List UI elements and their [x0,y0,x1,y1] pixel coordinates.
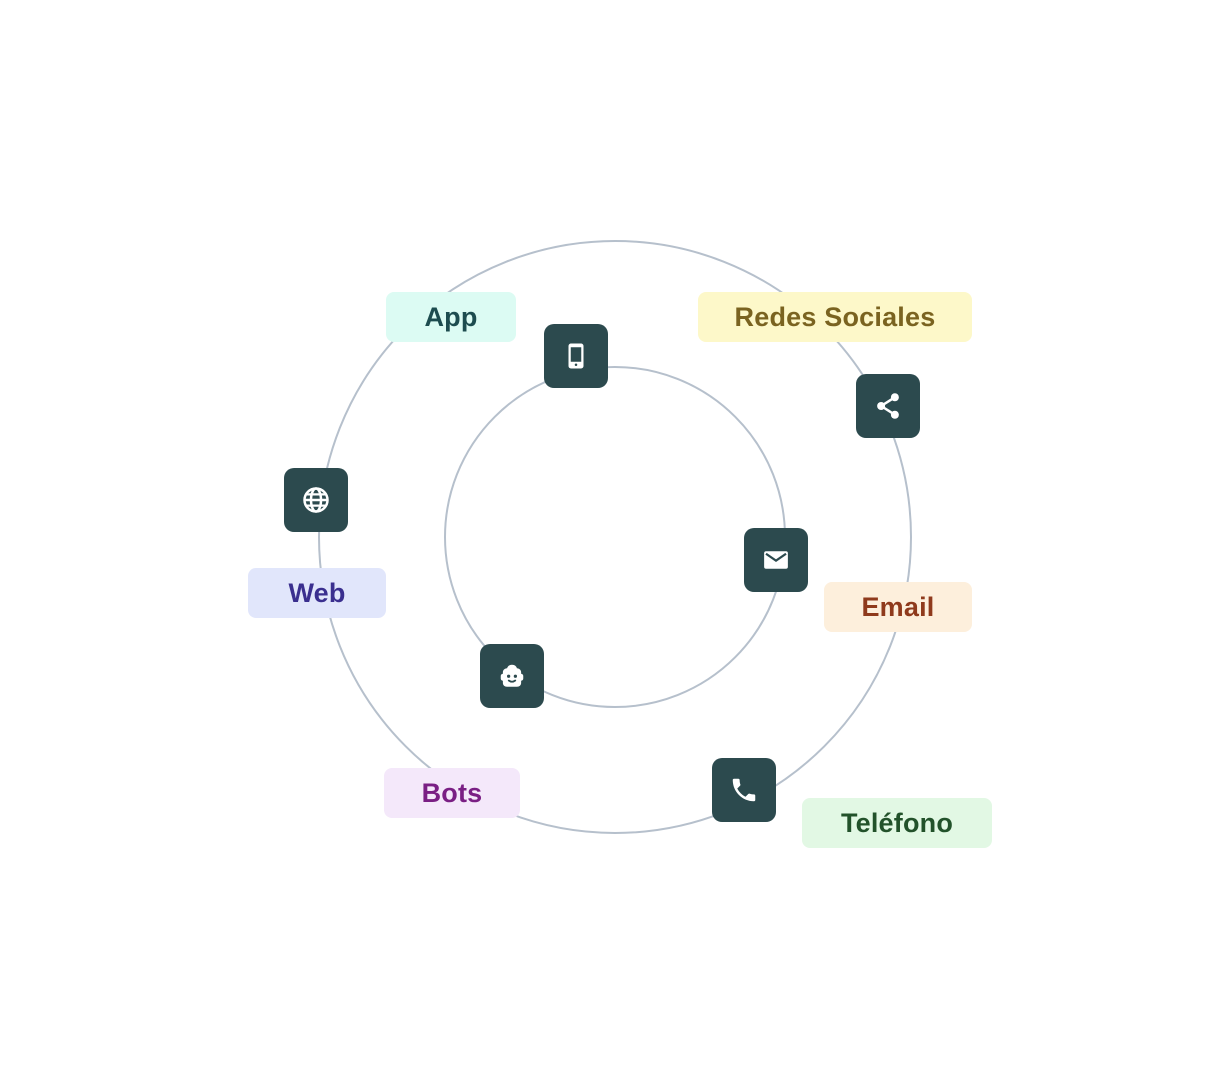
robot-icon [500,664,524,687]
robot-tile [480,644,544,708]
globe-icon [303,487,329,513]
globe-tile [284,468,348,532]
smartphone-tile [544,324,608,388]
phone-tile [712,758,776,822]
label-bots: Bots [384,768,520,818]
outer-ring [318,240,912,834]
mail-icon [764,551,788,569]
label-email: Email [824,582,972,632]
mail-tile [744,528,808,592]
label-app: App [386,292,516,342]
share-tile [856,374,920,438]
phone-icon [732,778,756,802]
label-telefono: Teléfono [802,798,992,848]
share-icon [877,393,899,419]
smartphone-icon [568,343,584,369]
label-web: Web [248,568,386,618]
label-redes-sociales: Redes Sociales [698,292,972,342]
